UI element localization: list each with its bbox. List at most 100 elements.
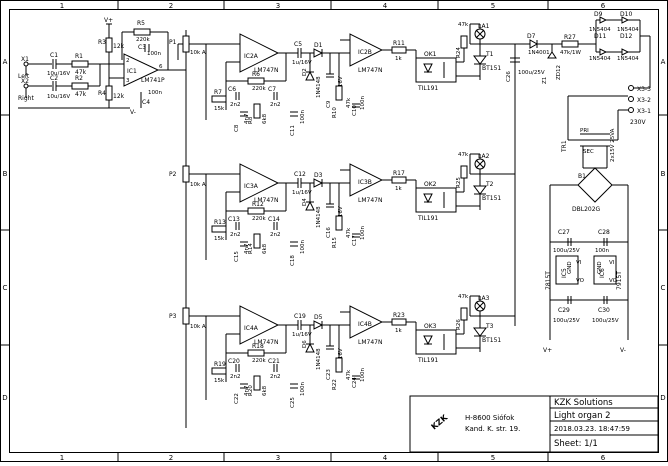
ch1-co-value: 100n [360, 96, 366, 110]
ch1-cf-ref: C11 [290, 125, 296, 136]
ch2-rla-ref: R25 [456, 177, 462, 188]
c28-value: 100n [595, 248, 609, 254]
ch3-ro-value: 1k [395, 328, 402, 334]
c28-ref: C28 [598, 229, 610, 236]
ch3-rla-ref: R26 [456, 319, 462, 330]
r3-value: 12k [113, 43, 125, 50]
ch2-icb-part: LM747N [358, 197, 382, 204]
d7-diode [529, 39, 539, 49]
r3-resistor [105, 37, 113, 53]
ch2-la-ref: LA2 [478, 153, 490, 160]
ch1-optocoupler [415, 57, 457, 83]
ch2-ca-ref: C13 [228, 216, 240, 223]
x3-1-label: X3-1 [637, 108, 651, 115]
ch1-rb-value: 15k [214, 106, 225, 112]
ch3-co-value: 100n [360, 368, 366, 382]
ch3-rh-ref: R22 [332, 379, 338, 390]
col-label-5: 5 [491, 2, 495, 10]
ch1-ro-resistor [391, 46, 407, 54]
ch2-rc-resistor [253, 233, 261, 249]
ch3-ra-resistor [247, 349, 265, 357]
ch2-ok-value: TIL191 [417, 215, 438, 222]
ch1-cin-value: 1u/16V [292, 60, 312, 66]
ic6-ref: IC6 [599, 268, 606, 278]
ch1-ica-part: LM747N [254, 67, 278, 74]
x1-label: X1 [21, 56, 29, 63]
r1-ref: R1 [75, 53, 83, 60]
c3-ref: C3 [138, 44, 146, 51]
ch2-d-ref: D3 [314, 172, 323, 179]
col-label-4-bottom: 4 [383, 454, 388, 462]
ch2-ica-ref: IC3A [244, 183, 259, 190]
ic5-ref: IC5 [561, 268, 568, 278]
ch3-rc-value: 6k8 [262, 385, 268, 396]
ch3-icb-ref: IC4B [358, 321, 372, 328]
ch1-cb-value: 2n2 [270, 102, 280, 108]
ch3-d-value: 1N4148 [316, 348, 322, 370]
c27-ref: C27 [558, 229, 570, 236]
ch2-ro-resistor [391, 176, 407, 184]
c29-ref: C29 [558, 307, 570, 314]
ic1-opamp [123, 53, 160, 87]
ch1-rc-ref: R8 [248, 116, 254, 124]
p3-ref: P3 [169, 313, 177, 320]
r1-resistor [71, 60, 89, 68]
x3-3-terminal [628, 85, 634, 91]
r5-value: 220k [136, 37, 150, 43]
ch2-ica-part: LM747N [254, 197, 278, 204]
ch1-ok-ref: OK1 [424, 51, 437, 58]
ch1-d-ref: D1 [314, 42, 323, 49]
z1-value: ZD12 [556, 65, 562, 80]
d12-value: 1N5404 [617, 56, 639, 62]
col-label-4: 4 [383, 2, 388, 10]
ch3-la-value: 47k [458, 294, 469, 300]
p2-value: 10k A [190, 182, 206, 188]
ch2-icb-ref: IC3B [358, 179, 372, 186]
ch3-icb-part: LM747N [358, 339, 382, 346]
ch2-rb-resistor [211, 225, 227, 233]
ch2-ok-ref: OK2 [424, 181, 437, 188]
ch1-rla-resistor [460, 35, 468, 49]
ch1-cc-value: 4n7 [244, 113, 250, 124]
drawing-date: 2018.03.23. 18:47:59 [554, 425, 630, 433]
r2-value: 47k [75, 91, 87, 98]
r3-ref: R3 [98, 39, 106, 46]
ch1-d2-ref: D2 [302, 68, 308, 76]
ch3-d2-diode [305, 342, 315, 353]
input-stage: X1 Left X2 Right C1 10u/16V C2 10u/16V R… [18, 17, 186, 116]
x3-1-terminal [628, 107, 634, 113]
ch3-rc-resistor [253, 375, 261, 391]
r27-value: 47k/1W [560, 50, 582, 56]
tr1-value: 2x15V 25VA [610, 128, 616, 162]
ch3-rb-value: 15k [214, 378, 225, 384]
ic1-pin3: 3 [126, 78, 130, 84]
col-label-6: 6 [601, 2, 606, 10]
d12-ref: D12 [620, 33, 632, 40]
ch3-icb-opamp [349, 305, 384, 339]
kzk-logo: KZK [430, 412, 450, 431]
x3-3-label: X3-3 [637, 86, 651, 93]
x2-label: X2 [21, 78, 29, 85]
r27-ref: R27 [564, 34, 576, 41]
ch1-t-value: BT151 [482, 65, 501, 72]
ch2-cc-value: 4n7 [244, 243, 250, 254]
ch1-triac [473, 55, 487, 65]
ch1-cc-ref: C8 [234, 124, 240, 132]
p2-potentiometer [182, 165, 190, 183]
ch1-d-value: 1N4148 [316, 76, 322, 98]
ch1-ca-value: 2n2 [230, 102, 240, 108]
tr1-transformer [580, 133, 610, 147]
ic5-value: 7815T [545, 271, 552, 290]
ch3-ra-value: 220k [252, 358, 266, 364]
drawing-name: Light organ 2 [554, 411, 611, 421]
d11-value: 1N5404 [589, 56, 611, 62]
b1-ref: B1 [578, 173, 586, 180]
p3-potentiometer [182, 307, 190, 325]
c1-ref: C1 [50, 52, 58, 59]
col-label-5-bottom: 5 [491, 454, 495, 462]
ch1-d1-diode [313, 48, 324, 58]
ch2-d2-diode [305, 200, 315, 211]
